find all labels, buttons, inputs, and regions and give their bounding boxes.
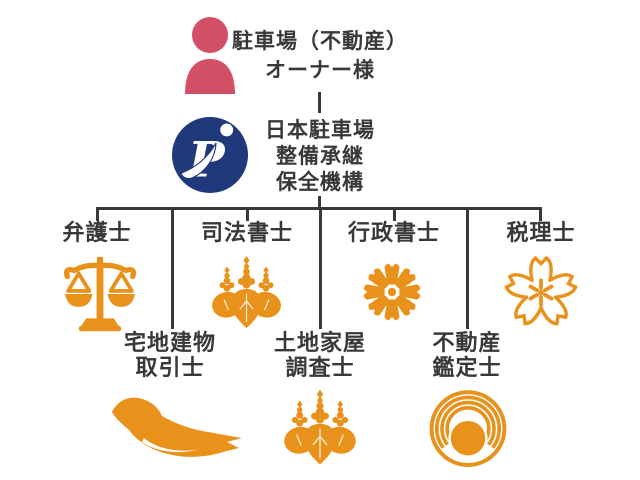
cosmos-flower-icon: [354, 254, 430, 330]
organization-label-line2: 整備承継: [276, 144, 364, 168]
label-administrative-scrivener: 行政書士: [347, 221, 440, 246]
owner-label-line2: オーナー様: [265, 58, 375, 82]
concentric-shell-icon: [428, 387, 508, 467]
connector-org-to-branch: [318, 196, 321, 210]
owner-label: 駐車場（不動産） オーナー様: [200, 27, 440, 85]
connector-owner-to-org: [318, 92, 321, 113]
scales-of-justice-icon: [62, 256, 138, 332]
branch-drop-real-estate-agent: [171, 207, 174, 329]
label-tax-accountant: 税理士: [506, 221, 576, 246]
branch-drop-tax-accountant: [539, 207, 542, 221]
label-real-estate-agent: 宅地建物 取引士: [70, 331, 270, 381]
person-icon: [183, 16, 237, 94]
branch-drop-real-estate-appraiser: [466, 207, 469, 329]
cherry-blossom-badge-icon: [503, 253, 579, 329]
parking-p-logo-icon: P: [172, 117, 248, 193]
label-judicial-scrivener: 司法書士: [200, 221, 293, 246]
paulownia-crest-icon: [281, 387, 359, 467]
label-real-estate-agent-line1: 宅地建物: [123, 331, 216, 356]
paulownia-crest-icon: [209, 254, 284, 330]
organization-label-line1: 日本駐車場: [265, 118, 375, 142]
label-real-estate-appraiser-line1: 不動産: [432, 331, 502, 356]
label-real-estate-appraiser-line2: 鑑定士: [432, 356, 502, 381]
owner-label-line1: 駐車場（不動産）: [232, 29, 408, 53]
branch-drop-lawyer: [96, 207, 99, 221]
branch-drop-judicial-scrivener: [246, 207, 249, 221]
label-real-estate-agent-line2: 取引士: [135, 356, 205, 381]
dove-icon: [106, 392, 246, 464]
label-land-surveyor-line1: 土地家屋: [273, 331, 366, 356]
branch-drop-administrative-scrivener: [393, 207, 396, 221]
label-land-surveyor-line2: 調査士: [285, 356, 355, 381]
organization-label: 日本駐車場 整備承継 保全機構: [200, 117, 440, 195]
organization-label-line3: 保全機構: [276, 170, 364, 194]
branch-drop-land-surveyor: [319, 207, 322, 329]
label-lawyer: 弁護士: [62, 221, 132, 246]
label-real-estate-appraiser: 不動産 鑑定士: [367, 331, 567, 381]
label-land-surveyor: 土地家屋 調査士: [220, 331, 420, 381]
